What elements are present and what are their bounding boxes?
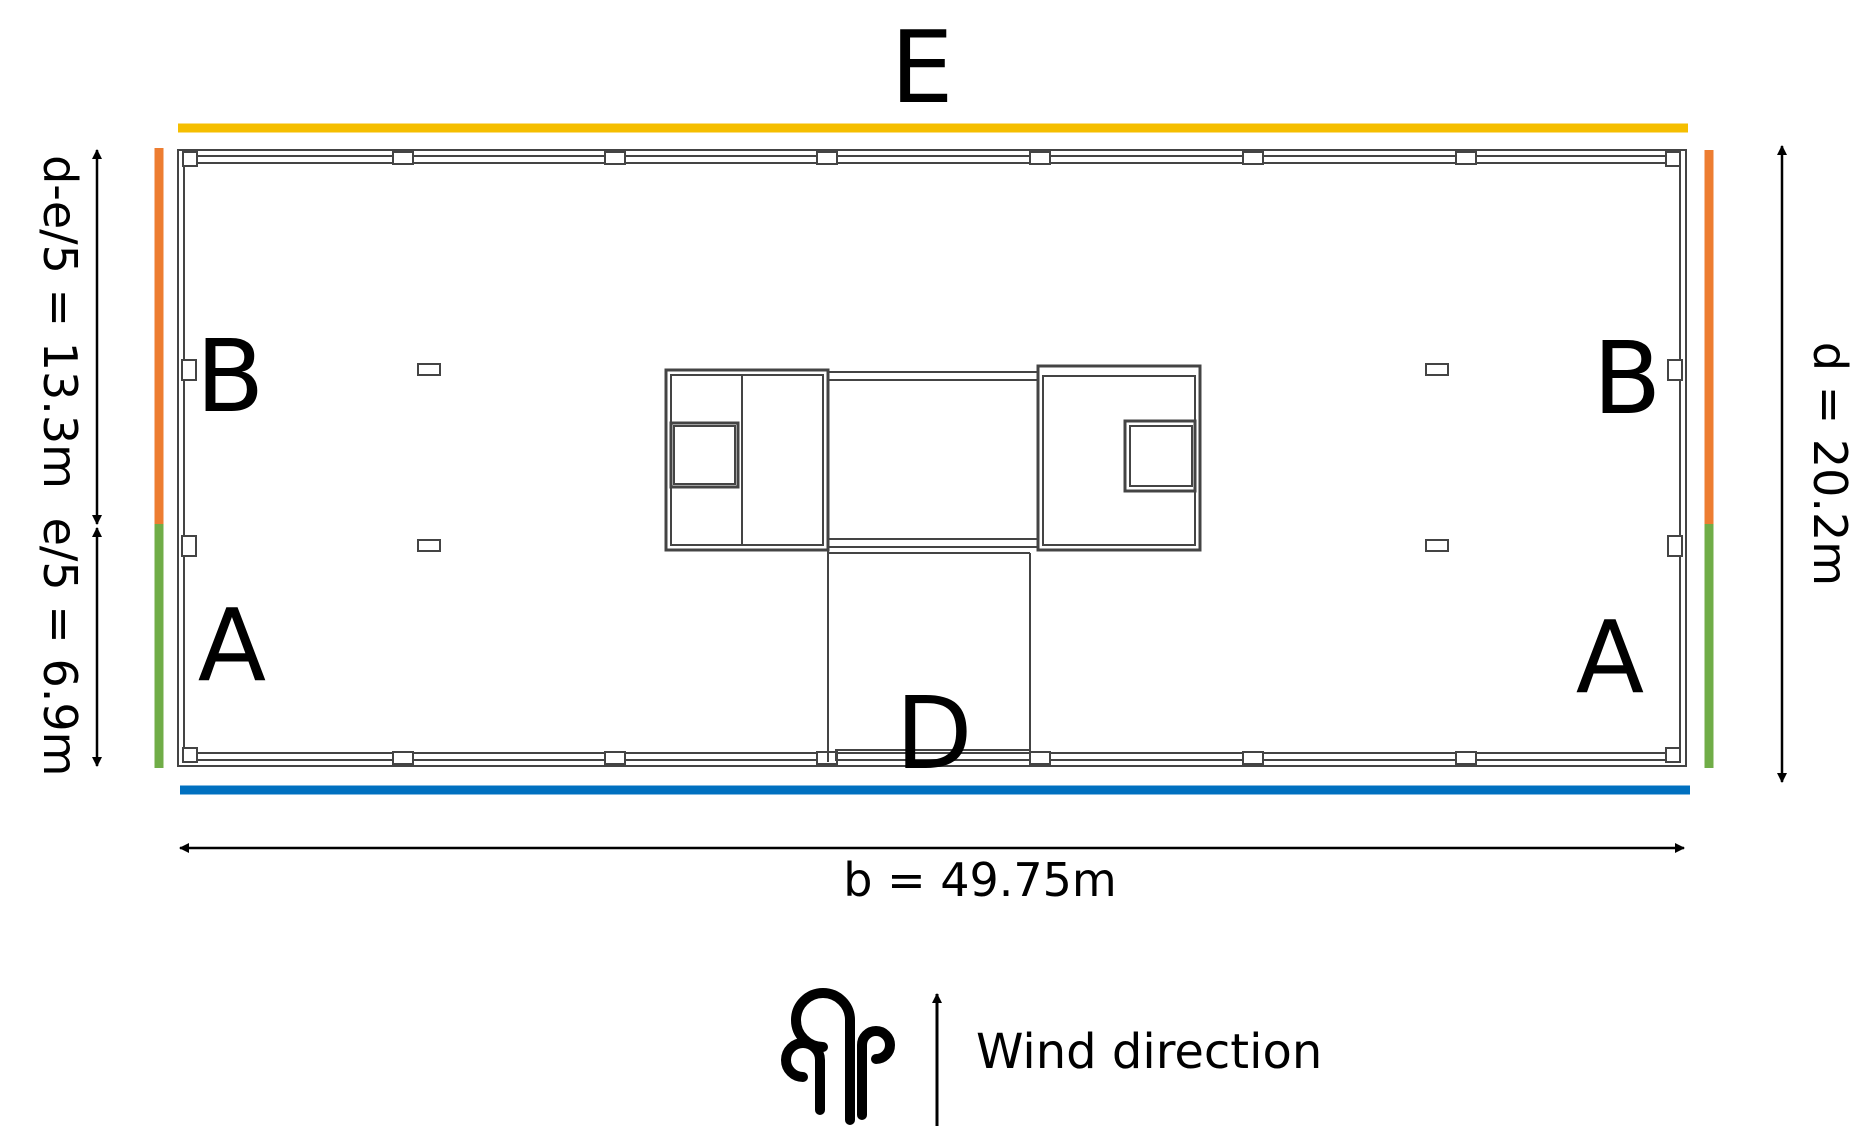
zone-label-a-right: A	[1576, 599, 1644, 716]
column	[1665, 747, 1681, 763]
core-left-shaft	[669, 421, 740, 489]
column	[1242, 151, 1264, 165]
zone-label-e: E	[890, 9, 953, 126]
core-right-shaft-inner	[1129, 425, 1193, 487]
core-right-shaft	[1123, 419, 1197, 493]
building-inner-outline	[183, 155, 1681, 761]
wind-icon	[781, 988, 895, 1125]
core-left-shaft-inner	[673, 425, 736, 485]
column	[1667, 359, 1683, 381]
zone-label-d: D	[895, 675, 972, 792]
dimension-label-d: d = 20.2m	[1803, 342, 1857, 586]
building-plan	[177, 149, 1687, 767]
core-left-inner	[670, 374, 824, 546]
column	[1667, 535, 1683, 557]
column	[1029, 751, 1051, 765]
column	[1425, 363, 1449, 376]
column	[816, 151, 838, 165]
column	[417, 539, 441, 552]
dimension-label-d-minus-e5: d-e/5 = 13.3m	[33, 155, 87, 489]
column	[1455, 751, 1477, 765]
dimension-label-e5: e/5 = 6.9m	[33, 518, 87, 777]
column	[182, 151, 198, 167]
zone-label-b-left: B	[196, 318, 265, 435]
zone-label-b-right: B	[1593, 320, 1662, 437]
dimension-label-b: b = 49.75m	[843, 853, 1116, 907]
top-edge-columns	[182, 151, 1681, 167]
column	[1455, 151, 1477, 165]
column	[392, 151, 414, 165]
column	[604, 751, 626, 765]
column	[1425, 539, 1449, 552]
wind-direction-label: Wind direction	[976, 1024, 1322, 1080]
column	[181, 535, 197, 557]
core-right-inner	[1042, 375, 1196, 546]
column	[182, 747, 198, 763]
column	[181, 359, 197, 381]
column	[1242, 751, 1264, 765]
building-outline	[177, 149, 1687, 767]
side-columns	[181, 359, 1683, 557]
core-left-block	[664, 368, 830, 552]
corridor-entrance	[835, 749, 1031, 761]
zone-label-a-left: A	[198, 587, 266, 704]
column	[604, 151, 626, 165]
core-right-block	[1036, 364, 1202, 552]
central-core	[664, 364, 1202, 762]
column	[392, 751, 414, 765]
column	[1665, 151, 1681, 167]
column	[1029, 151, 1051, 165]
column	[417, 363, 441, 376]
